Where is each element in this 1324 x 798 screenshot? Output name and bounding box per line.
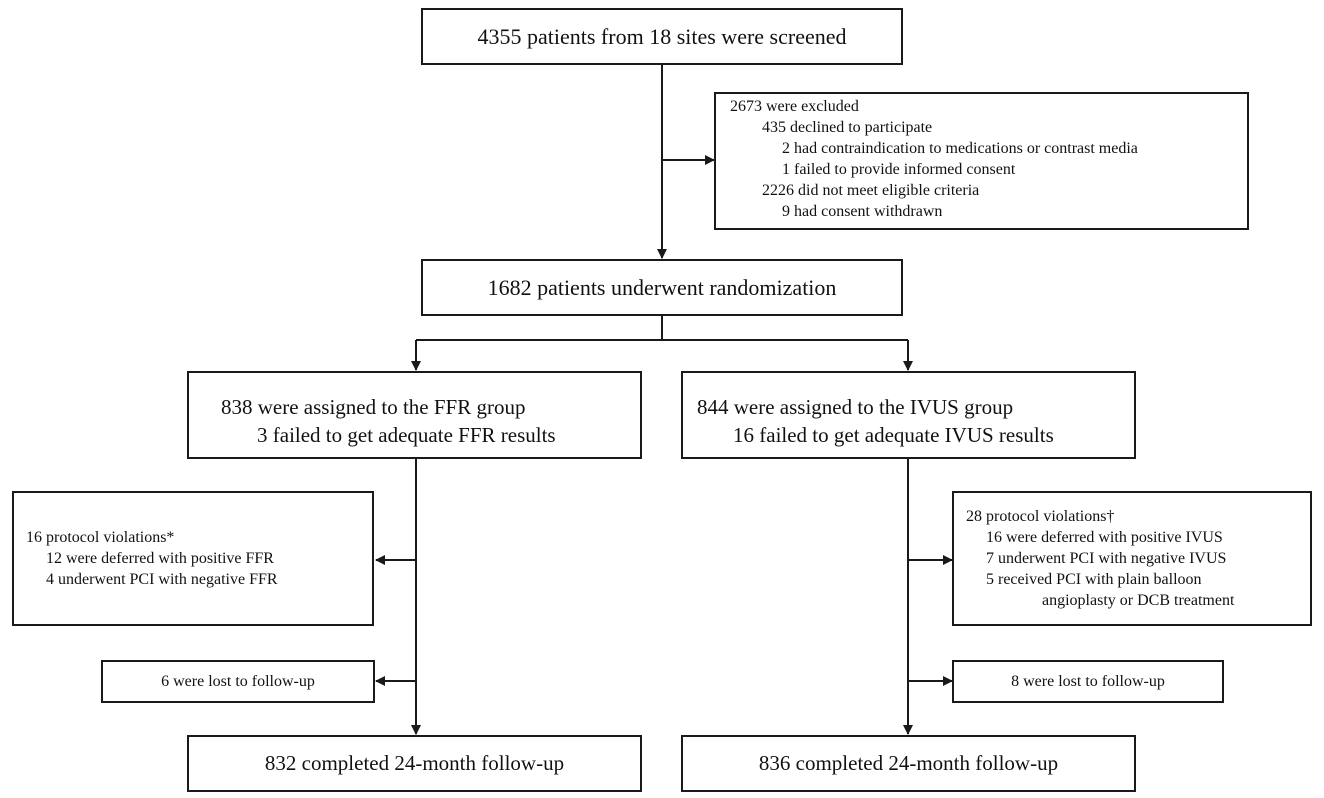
randomization-text: 1682 patients underwent randomization <box>487 274 837 300</box>
ffr-lost-text: 6 were lost to follow-up <box>161 673 315 690</box>
excluded-not-eligible: 2226 did not meet eligible criteria <box>762 182 980 199</box>
ffr-violation-2: 4 underwent PCI with negative FFR <box>46 571 278 588</box>
ivus-violation-1: 16 were deferred with positive IVUS <box>986 529 1223 546</box>
ffr-violation-1: 12 were deferred with positive FFR <box>46 550 274 567</box>
excluded-contraindication: 2 had contraindication to medications or… <box>782 140 1138 157</box>
excluded-box: 2673 were excluded 435 declined to parti… <box>714 92 1249 230</box>
excluded-no-consent: 1 failed to provide informed consent <box>782 161 1016 178</box>
ffr-completed-box: 832 completed 24-month follow-up <box>187 735 642 792</box>
screened-text: 4355 patients from 18 sites were screene… <box>477 23 847 49</box>
ivus-completed-text: 836 completed 24-month follow-up <box>758 751 1059 775</box>
ffr-failed: 3 failed to get adequate FFR results <box>257 423 556 447</box>
screened-box: 4355 patients from 18 sites were screene… <box>421 8 903 65</box>
excluded-withdrawn: 9 had consent withdrawn <box>782 203 943 220</box>
ivus-completed-box: 836 completed 24-month follow-up <box>681 735 1136 792</box>
ivus-violations-header: 28 protocol violations† <box>966 508 1115 525</box>
excluded-declined: 435 declined to participate <box>762 119 933 136</box>
ffr-group-box: 838 were assigned to the FFR group 3 fai… <box>187 371 642 459</box>
ivus-failed: 16 failed to get adequate IVUS results <box>733 423 1054 447</box>
ivus-assigned: 844 were assigned to the IVUS group <box>697 395 1014 419</box>
ffr-lost-box: 6 were lost to follow-up <box>101 660 375 703</box>
randomization-box: 1682 patients underwent randomization <box>421 259 903 316</box>
ffr-assigned: 838 were assigned to the FFR group <box>221 395 526 419</box>
ivus-lost-box: 8 were lost to follow-up <box>952 660 1224 703</box>
ffr-violations-header: 16 protocol violations* <box>26 529 175 546</box>
ffr-violations-box: 16 protocol violations* 12 were deferred… <box>12 491 374 626</box>
ffr-completed-text: 832 completed 24-month follow-up <box>264 751 565 775</box>
ivus-violation-3b: angioplasty or DCB treatment <box>1042 592 1235 609</box>
ivus-violations-box: 28 protocol violations† 16 were deferred… <box>952 491 1312 626</box>
excluded-header: 2673 were excluded <box>730 98 859 115</box>
ivus-violation-3a: 5 received PCI with plain balloon <box>986 571 1202 588</box>
ivus-lost-text: 8 were lost to follow-up <box>1011 673 1165 690</box>
ivus-group-box: 844 were assigned to the IVUS group 16 f… <box>681 371 1136 459</box>
ivus-violation-2: 7 underwent PCI with negative IVUS <box>986 550 1227 567</box>
